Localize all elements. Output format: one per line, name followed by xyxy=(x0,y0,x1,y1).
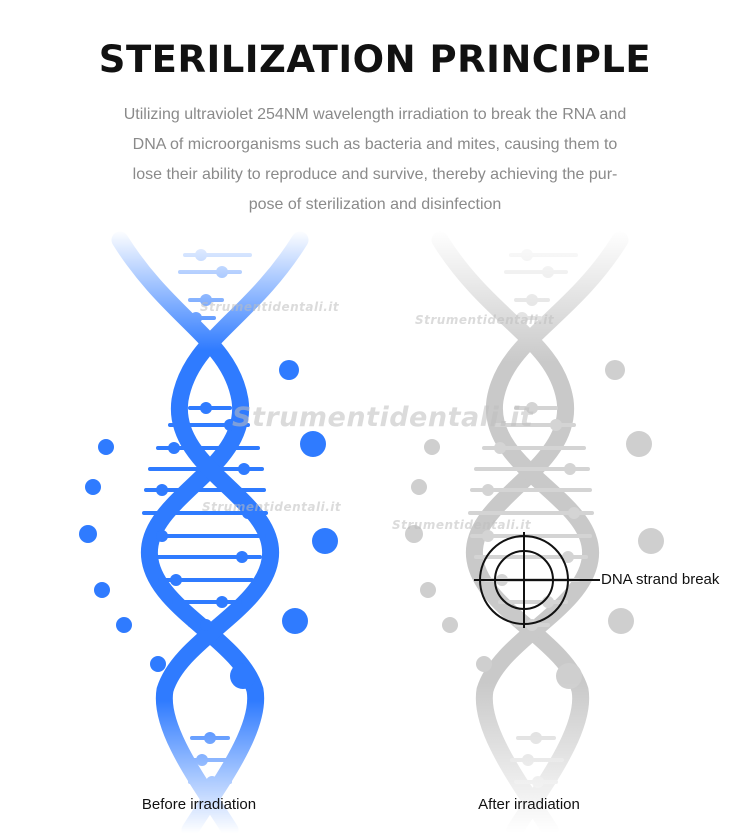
page-title: STERILIZATION PRINCIPLE xyxy=(98,38,652,81)
description-line: Utilizing ultraviolet 254NM wavelength i… xyxy=(123,106,627,123)
watermark: Strumentidentali.it xyxy=(200,300,340,314)
description-line: lose their ability to reproduce and surv… xyxy=(132,166,618,183)
description: Utilizing ultraviolet 254NM wavelength i… xyxy=(100,100,650,220)
dna-helix-icon xyxy=(390,230,690,833)
crosshair-icon xyxy=(474,532,600,628)
watermark: Strumentidentali.it xyxy=(232,402,534,433)
caption-before: Before irradiation xyxy=(141,796,257,813)
watermark: Strumentidentali.it xyxy=(202,500,342,514)
description-line: DNA of microorganisms such as bacteria a… xyxy=(132,136,618,153)
dna-helix-icon xyxy=(60,230,360,833)
strand-break-label: DNA strand break xyxy=(601,571,720,588)
watermark: Strumentidentali.it xyxy=(392,518,532,532)
watermark: Strumentidentali.it xyxy=(415,313,555,327)
description-line: pose of sterilization and disinfection xyxy=(248,196,502,213)
caption-after: After irradiation xyxy=(478,796,580,813)
